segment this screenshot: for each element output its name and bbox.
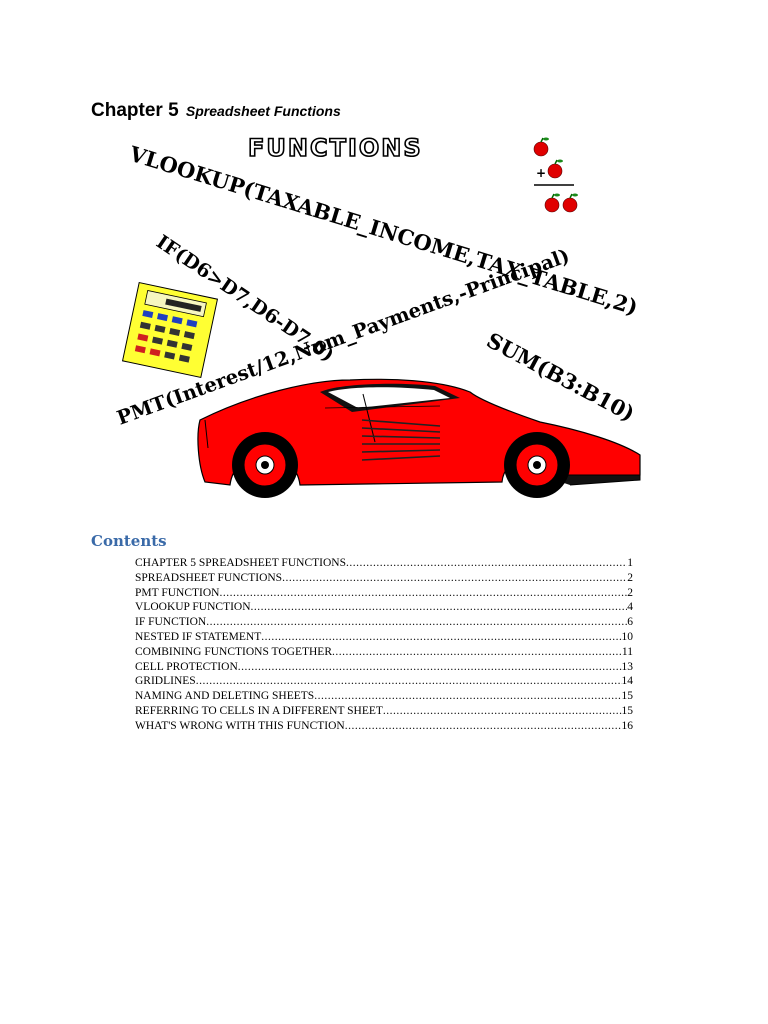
toc-entry-page: 11 <box>621 645 633 658</box>
apples-addition-icon: + <box>533 137 578 213</box>
toc-entry-page: 6 <box>627 616 633 629</box>
chapter-subtitle: Spreadsheet Functions <box>185 103 341 119</box>
toc-entry-title: CHAPTER 5 SPREADSHEET FUNCTIONS <box>135 557 346 569</box>
toc-entry[interactable]: CELL PROTECTION 13 <box>135 660 633 675</box>
banner-title: FUNCTIONS <box>248 134 423 162</box>
toc-entry-page: 15 <box>621 704 634 717</box>
toc-entry-page: 15 <box>621 690 634 703</box>
toc-entry-page: 13 <box>621 660 634 673</box>
chapter-label: Chapter 5 <box>91 100 179 121</box>
toc-entry-title: NESTED IF STATEMENT <box>135 630 262 643</box>
toc-entry[interactable]: COMBINING FUNCTIONS TOGETHER 11 <box>135 645 633 660</box>
toc-entry-title: CELL PROTECTION <box>135 660 238 673</box>
toc-entry[interactable]: VLOOKUP FUNCTION 4 <box>135 600 633 615</box>
formula-vlookup: VLOOKUP(TAXABLE_INCOME,TAX_TABLE,2) <box>126 141 641 320</box>
toc-entry-page: 16 <box>621 719 634 732</box>
toc-entry-page: 4 <box>627 601 633 614</box>
toc-entry-title: IF FUNCTION <box>135 616 207 629</box>
toc-entry-page: 2 <box>627 571 633 584</box>
toc-entry-page: 14 <box>621 675 634 688</box>
toc-entry[interactable]: NESTED IF STATEMENT 10 <box>135 630 633 645</box>
toc-entry-title: REFERRING TO CELLS IN A DIFFERENT SHEET <box>135 704 383 717</box>
apples-plus-sign: + <box>536 166 546 180</box>
toc-entry-title: NAMING AND DELETING SHEETS <box>135 690 315 703</box>
toc-entry[interactable]: PMT FUNCTION 2 <box>135 586 633 601</box>
contents-heading: Contents <box>91 532 167 550</box>
toc-entry-title: VLOOKUP FUNCTION <box>135 601 251 614</box>
functions-clipart: FUNCTIONS + VLOOKUP(TAXABLE_INCOME,TAX_T… <box>100 130 660 510</box>
calculator-icon <box>121 281 219 379</box>
toc-entry-title: SPREADSHEET FUNCTIONS <box>135 571 283 584</box>
toc-entry-page: 10 <box>621 630 634 643</box>
toc-entry[interactable]: SPREADSHEET FUNCTIONS 2 <box>135 571 633 586</box>
toc-entry[interactable]: REFERRING TO CELLS IN A DIFFERENT SHEET 1… <box>135 704 633 719</box>
toc-entry-page: 2 <box>627 586 633 599</box>
toc-entry[interactable]: NAMING AND DELETING SHEETS 15 <box>135 689 633 704</box>
toc-entry-title: COMBINING FUNCTIONS TOGETHER <box>135 645 332 658</box>
chapter-heading: Chapter 5 Spreadsheet Functions <box>91 100 341 122</box>
toc-entry[interactable]: IF FUNCTION 6 <box>135 615 633 630</box>
toc-entry-title: GRIDLINES <box>135 675 196 688</box>
table-of-contents: CHAPTER 5 SPREADSHEET FUNCTIONS 1 SPREADS… <box>135 556 633 734</box>
toc-entry-title: WHAT'S WRONG WITH THIS FUNCTION <box>135 719 345 732</box>
toc-entry-title: PMT FUNCTION <box>135 586 220 599</box>
red-sports-car-icon <box>197 378 641 498</box>
toc-entry-page: 1 <box>627 557 633 569</box>
toc-entry[interactable]: WHAT'S WRONG WITH THIS FUNCTION 16 <box>135 719 633 734</box>
toc-entry[interactable]: CHAPTER 5 SPREADSHEET FUNCTIONS 1 <box>135 556 633 571</box>
toc-entry[interactable]: GRIDLINES 14 <box>135 674 633 689</box>
